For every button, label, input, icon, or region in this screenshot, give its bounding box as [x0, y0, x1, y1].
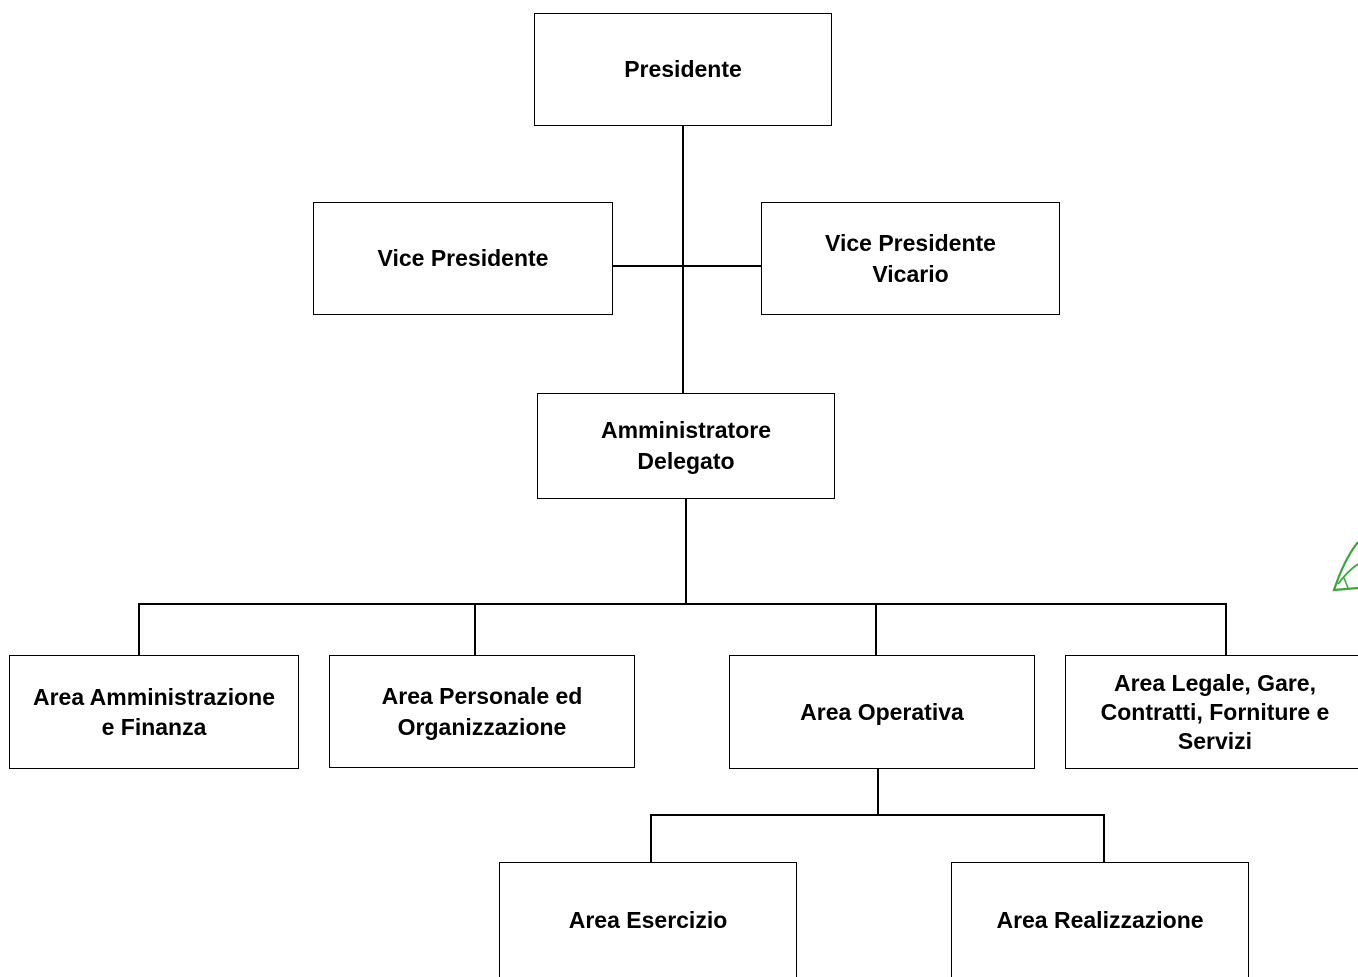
node-amministratore-delegato: Amministratore Delegato	[537, 393, 835, 499]
node-label: Area Personale ed Organizzazione	[381, 682, 583, 740]
connector-presidente-to-ad	[682, 125, 684, 395]
node-label: Area Legale, Gare, Contratti, Forniture …	[1100, 669, 1330, 754]
node-label: Area Esercizio	[568, 906, 728, 933]
node-area-esercizio: Area Esercizio	[499, 862, 797, 977]
connector-area-realizzazione	[1103, 814, 1105, 864]
connector-vice-presidents	[612, 265, 762, 267]
connector-ad-to-areas	[685, 497, 687, 604]
node-label: Area Operativa	[800, 698, 964, 725]
node-area-legale-gare-contratti: Area Legale, Gare, Contratti, Forniture …	[1065, 655, 1358, 769]
node-vice-presidente-vicario: Vice Presidente Vicario	[761, 202, 1060, 315]
connector-area-operativa	[875, 605, 877, 656]
node-label: Area Realizzazione	[996, 906, 1204, 933]
connector-areas-bus	[138, 603, 1227, 605]
connector-area-personale	[474, 605, 476, 656]
node-label: Vice Presidente Vicario	[825, 229, 996, 287]
node-area-operativa: Area Operativa	[729, 655, 1035, 769]
connector-sub-areas-bus	[650, 814, 1104, 816]
connector-operativa-down	[877, 767, 879, 815]
green-leaf-logo-icon	[1332, 541, 1358, 592]
connector-area-legale	[1225, 605, 1227, 656]
node-area-realizzazione: Area Realizzazione	[951, 862, 1249, 977]
node-label: Amministratore Delegato	[601, 417, 771, 474]
node-vice-presidente: Vice Presidente	[313, 202, 613, 315]
node-label: Presidente	[624, 56, 742, 82]
node-label: Area Amministrazione e Finanza	[33, 684, 275, 740]
node-area-amministrazione-finanza: Area Amministrazione e Finanza	[9, 655, 299, 769]
node-presidente: Presidente	[534, 13, 832, 126]
node-label: Vice Presidente	[377, 245, 549, 271]
connector-area-esercizio	[650, 814, 652, 864]
node-area-personale-organizzazione: Area Personale ed Organizzazione	[329, 655, 635, 768]
connector-area-amministrazione	[138, 603, 140, 656]
